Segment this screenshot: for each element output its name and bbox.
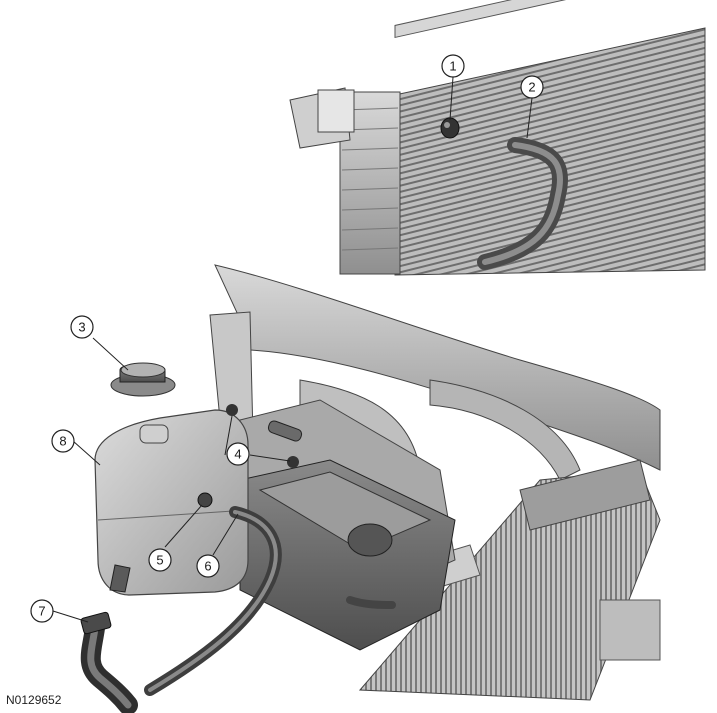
callout-5: 5 — [148, 548, 172, 572]
callout-leaders — [52, 76, 533, 623]
callout-1-label: 1 — [449, 59, 456, 74]
reservoir-tray — [239, 459, 456, 651]
callout-3-label: 3 — [78, 320, 85, 335]
callout-3: 3 — [70, 315, 94, 339]
radiator-top-frame — [394, 0, 708, 39]
callout-7: 7 — [30, 599, 54, 623]
figure-reference-code: N0129652 — [6, 693, 62, 707]
callout-5-label: 5 — [156, 553, 163, 568]
radiator-tank-ribs — [341, 107, 399, 251]
hose-clips — [226, 404, 303, 468]
radiator-mount-block — [317, 89, 355, 133]
coolant-expansion-tank — [94, 409, 249, 596]
callout-1: 1 — [441, 54, 465, 78]
callout-7-label: 7 — [38, 604, 45, 619]
callout-2: 2 — [520, 75, 544, 99]
callout-8-label: 8 — [59, 434, 66, 449]
callout-4-label: 4 — [234, 447, 241, 462]
callout-4: 4 — [226, 442, 250, 466]
reservoir-outlet — [197, 492, 213, 508]
callout-2-label: 2 — [528, 80, 535, 95]
callout-6: 6 — [196, 554, 220, 578]
callout-8: 8 — [51, 429, 75, 453]
callout-6-label: 6 — [204, 559, 211, 574]
radiator-inset — [289, 0, 708, 276]
radiator-support — [358, 459, 661, 701]
radiator-bleed-screw — [440, 117, 460, 139]
pressure-cap — [110, 362, 176, 397]
